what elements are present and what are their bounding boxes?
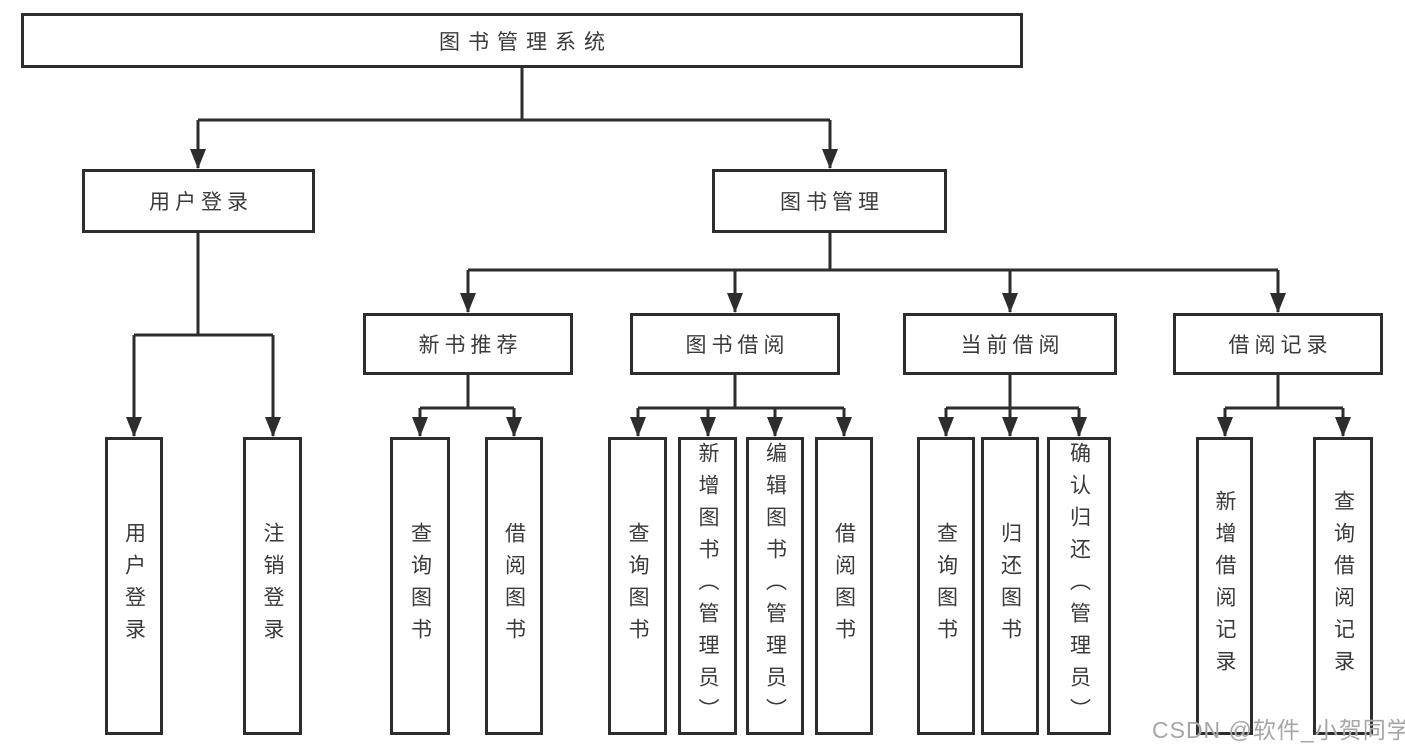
node-new-book-recommend-label: 新书推荐 — [418, 334, 523, 357]
leaf-logout: 注销登录 — [243, 437, 302, 735]
node-current-borrow: 当前借阅 — [903, 313, 1117, 375]
connector-mgmt-to-groups — [460, 233, 1286, 313]
csdn-watermark: CSDN @软件_小贺同学 — [1152, 717, 1405, 743]
leaf-query-borrow-record: 查询借阅记录 — [1313, 437, 1373, 735]
node-borrow-records-label: 借阅记录 — [1228, 334, 1333, 357]
leaf-query-books-borrow-label: 查询图书 — [626, 522, 649, 650]
leaf-query-books-recommend: 查询图书 — [390, 437, 450, 735]
leaf-edit-book-admin: 编辑图书（管理员） — [746, 437, 804, 735]
leaf-confirm-return-admin-label: 确认归还（管理员） — [1067, 442, 1091, 730]
leaf-confirm-return-admin: 确认归还（管理员） — [1047, 437, 1111, 735]
leaf-user-login: 用户登录 — [105, 437, 163, 735]
leaf-borrow-books-recommend: 借阅图书 — [485, 437, 543, 735]
node-borrow-records: 借阅记录 — [1173, 313, 1383, 375]
leaf-borrow-books-label: 借阅图书 — [832, 522, 856, 650]
connector-root-to-level2 — [190, 68, 838, 169]
node-new-book-recommend: 新书推荐 — [363, 313, 573, 375]
leaf-query-books-current: 查询图书 — [917, 437, 975, 735]
node-book-borrow-label: 图书借阅 — [685, 334, 790, 357]
leaf-borrow-books: 借阅图书 — [815, 437, 873, 735]
connector-current-group — [938, 375, 1087, 437]
node-root: 图书管理系统 — [21, 13, 1023, 68]
leaf-query-books-recommend-label: 查询图书 — [408, 522, 432, 650]
connector-records-group — [1217, 375, 1351, 437]
leaf-query-books-current-label: 查询图书 — [934, 522, 958, 650]
leaf-add-book-admin: 新增图书（管理员） — [678, 437, 737, 735]
leaf-add-borrow-record-label: 新增借阅记录 — [1213, 490, 1236, 682]
node-root-label: 图书管理系统 — [439, 30, 613, 54]
leaf-return-book: 归还图书 — [981, 437, 1039, 735]
leaf-query-books-borrow: 查询图书 — [608, 437, 667, 735]
node-user-login-label: 用户登录 — [149, 191, 253, 214]
node-book-management-label: 图书管理 — [780, 191, 884, 214]
leaf-add-book-admin-label: 新增图书（管理员） — [696, 442, 719, 730]
connector-borrow-group — [630, 375, 852, 437]
connector-newbook-group — [412, 375, 522, 437]
node-book-management: 图书管理 — [712, 169, 947, 233]
leaf-return-book-label: 归还图书 — [998, 522, 1022, 650]
leaf-edit-book-admin-label: 编辑图书（管理员） — [763, 442, 787, 730]
node-user-login: 用户登录 — [82, 169, 315, 233]
leaf-query-borrow-record-label: 查询借阅记录 — [1331, 490, 1355, 682]
leaf-logout-label: 注销登录 — [261, 522, 284, 650]
leaf-user-login-label: 用户登录 — [122, 522, 146, 650]
node-book-borrow: 图书借阅 — [630, 313, 840, 375]
node-current-borrow-label: 当前借阅 — [960, 334, 1065, 357]
connector-login-to-leaves — [126, 233, 281, 437]
leaf-borrow-books-recommend-label: 借阅图书 — [502, 522, 526, 650]
leaf-add-borrow-record: 新增借阅记录 — [1196, 437, 1253, 735]
